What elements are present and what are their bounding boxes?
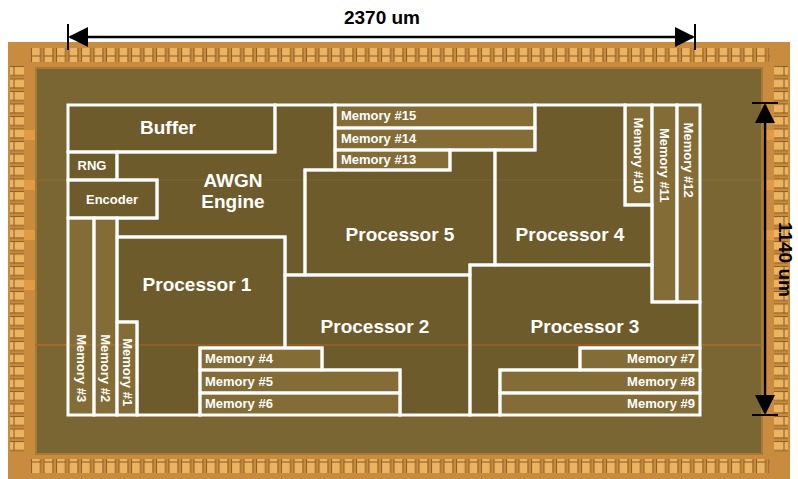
block-label: Memory #11	[657, 128, 671, 202]
rng-block: RNG	[68, 152, 117, 180]
dimension-arrow	[70, 36, 693, 39]
block-outline	[200, 348, 322, 370]
block-outline	[652, 105, 677, 302]
block-label: Memory #3	[74, 334, 88, 402]
block-outline	[68, 152, 117, 180]
die-core	[36, 68, 762, 454]
block-label: Memory #9	[627, 397, 695, 411]
block-label: Memory #8	[627, 375, 695, 389]
memory-block: Memory #8	[500, 370, 700, 393]
block-outline	[500, 393, 700, 415]
dimension-tick	[694, 24, 696, 50]
block-outline	[200, 370, 400, 393]
memory-block: Memory #12	[677, 105, 700, 302]
block-outline	[580, 348, 700, 370]
block-outline	[68, 180, 157, 218]
block-label: Memory #6	[205, 397, 273, 411]
block-label: Memory #2	[98, 334, 112, 402]
block-outline	[335, 105, 535, 128]
memory-block: Memory #11	[652, 105, 677, 302]
block-label: Memory #12	[681, 122, 695, 197]
block-outline	[335, 150, 450, 170]
block-label: Processor 4	[516, 225, 625, 246]
die-outline	[8, 42, 790, 479]
memory-block: Memory #14	[335, 128, 535, 150]
block-label: Memory #15	[341, 109, 416, 123]
block-outline	[335, 128, 535, 150]
block-label: Buffer	[140, 118, 196, 139]
memory-block: Memory #6	[200, 393, 400, 415]
memory-block: Memory #13	[335, 150, 450, 170]
pad-column	[10, 65, 24, 453]
block-outline-layer	[305, 150, 495, 275]
block-label: RNG	[78, 159, 107, 173]
block-outline	[305, 150, 495, 275]
dimension-tick	[752, 414, 778, 416]
block-outline	[500, 370, 700, 393]
block-label: Memory #13	[341, 153, 416, 167]
processor-block: Processor 5	[305, 150, 495, 275]
pad-row	[30, 48, 770, 62]
block-outline	[625, 105, 652, 205]
block-label: Encoder	[86, 193, 138, 207]
block-outline	[68, 105, 275, 152]
block-outline	[200, 393, 400, 415]
io-stripe	[24, 130, 36, 140]
processor-block: Processor 4	[495, 105, 652, 265]
block-label: Memory #4	[205, 352, 273, 366]
block-outline	[470, 265, 700, 415]
io-stripe	[24, 230, 36, 240]
dimension-tick	[752, 102, 778, 104]
memory-block: Memory #10	[625, 105, 652, 205]
memory-block: Memory #1	[117, 322, 137, 415]
dimension-arrow	[764, 105, 767, 413]
block-label: Memory #7	[627, 352, 695, 366]
memory-block: Memory #5	[200, 370, 400, 393]
memory-block: Memory #9	[500, 393, 700, 415]
encoder-block: Encoder	[68, 180, 157, 218]
block-label: Processor 1	[143, 275, 252, 296]
block-outline	[495, 105, 652, 265]
memory-block: Memory #4	[200, 348, 322, 370]
block-outline	[94, 218, 117, 415]
block-label: Processor 5	[346, 225, 455, 246]
block-label: Memory #14	[341, 132, 416, 146]
memory-block: Memory #2	[94, 218, 117, 415]
io-stripe	[24, 180, 36, 190]
block-label: Processor 2	[321, 317, 430, 338]
block-label: Memory #5	[205, 375, 273, 389]
memory-block: Memory #15	[335, 105, 535, 128]
block-label: Memory #10	[631, 117, 645, 192]
memory-block: Memory #7	[580, 348, 700, 370]
buffer-block: Buffer	[68, 105, 275, 152]
io-stripe	[24, 280, 36, 290]
dimension-tick	[67, 24, 69, 50]
block-outline	[117, 322, 137, 415]
block-outline	[677, 105, 700, 302]
dimension-label: 1140 um	[774, 221, 795, 296]
block-label: Memory #1	[120, 338, 134, 406]
block-label: Processor 3	[531, 317, 640, 338]
block-outline	[68, 218, 94, 415]
memory-block: Memory #3	[68, 218, 94, 415]
block-label: AWGN Engine	[193, 171, 273, 213]
dimension-label: 2370 um	[344, 8, 420, 29]
pad-row	[30, 459, 770, 473]
